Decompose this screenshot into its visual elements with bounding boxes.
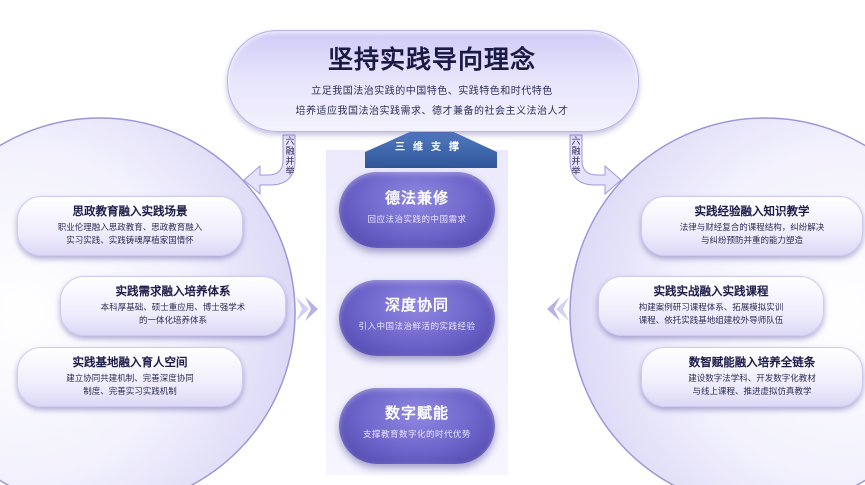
top-banner: [227, 30, 639, 132]
card-line: 法律与财经复合的课程结构，纠纷解决: [679, 223, 825, 233]
chevron-left-icon: [556, 297, 569, 321]
chevron-right-icon: [296, 297, 309, 321]
left-vertical-tag: 六 融 并 举: [283, 137, 297, 177]
left-card-2-body: 本科厚基础、硕士重应用、博士强学术 的一体化培养体系: [61, 302, 285, 328]
tag-char: 六: [285, 137, 295, 147]
right-card-1-body: 法律与财经复合的课程结构，纠纷解决 与纠纷预防并重的能力塑造: [642, 222, 862, 248]
left-arrow-icon: [243, 134, 296, 196]
top-subtitle-line1: 立足我国法治实践的中国特色、实践特色和时代特色: [311, 86, 553, 97]
right-card-1: 实践经验融入知识教学 法律与财经复合的课程结构，纠纷解决 与纠纷预防并重的能力塑…: [641, 196, 863, 256]
card-line: 的一体化培养体系: [138, 316, 207, 326]
pyramid-label: 三维支撑: [395, 142, 467, 153]
card-line: 本科厚基础、硕士重应用、博士强学术: [100, 303, 246, 313]
center-oval-3: [339, 388, 495, 464]
tag-char: 六: [571, 137, 581, 147]
left-card-2: 实践需求融入培养体系 本科厚基础、硕士重应用、博士强学术 的一体化培养体系: [60, 276, 286, 336]
left-card-1: 思政教育融入实践场景 职业伦理融入思政教育、思政教育融入 实习实践、实践铸魂厚植…: [17, 196, 243, 256]
right-card-2: 实践实战融入实践课程 构建案例研习课程体系、拓展模拟实训 课程、依托实践基地组建…: [598, 276, 824, 336]
top-subtitle-line2: 培养适应我国法治实践需求、德才兼备的社会主义法治人才: [295, 106, 569, 117]
chevron-left-icon: [547, 297, 560, 321]
center-oval-2-title: 深度协同: [384, 296, 449, 314]
card-line: 制度、完善实习实践机制: [83, 387, 177, 397]
tag-char: 并: [571, 157, 581, 167]
right-card-1-title: 实践经验融入知识教学: [694, 204, 810, 218]
card-line: 建立协同共建机制、完善深度协同: [66, 374, 194, 384]
left-card-2-title: 实践需求融入培养体系: [115, 284, 231, 298]
left-card-3: 实践基地融入育人空间 建立协同共建机制、完善深度协同 制度、完善实习实践机制: [17, 347, 243, 407]
center-oval-3-sub: 支撑教育数字化的时代优势: [362, 430, 471, 440]
pyramid-shape: [365, 122, 497, 168]
card-line: 实习实践、实践铸魂厚植家国情怀: [66, 236, 194, 246]
center-oval-2: [339, 280, 495, 356]
left-card-1-body: 职业伦理融入思政教育、思政教育融入 实习实践、实践铸魂厚植家国情怀: [18, 222, 242, 248]
tag-char: 并: [285, 157, 295, 167]
card-line: 与线上课程、推进虚拟仿真教学: [692, 387, 812, 397]
left-card-3-body: 建立协同共建机制、完善深度协同 制度、完善实习实践机制: [18, 373, 242, 399]
right-card-3: 数智赋能融入培养全链条 建设数字法学科、开发数字化教材 与线上课程、推进虚拟仿真…: [641, 347, 863, 407]
tag-char: 融: [285, 147, 295, 157]
card-line: 构建案例研习课程体系、拓展模拟实训: [638, 303, 784, 313]
right-card-2-title: 实践实战融入实践课程: [653, 284, 769, 298]
chevron-right-icon: [305, 297, 318, 321]
right-vertical-tag: 六 融 并 举: [569, 137, 583, 177]
left-card-1-title: 思政教育融入实践场景: [72, 204, 188, 218]
tag-char: 举: [571, 167, 581, 177]
card-line: 课程、依托实践基地组建校外导师队伍: [638, 316, 784, 326]
tag-char: 融: [571, 147, 581, 157]
right-card-2-body: 构建案例研习课程体系、拓展模拟实训 课程、依托实践基地组建校外导师队伍: [599, 302, 823, 328]
tag-char: 举: [285, 167, 295, 177]
center-oval-1: [339, 172, 495, 248]
card-line: 职业伦理融入思政教育、思政教育融入: [57, 223, 203, 233]
center-oval-1-title: 德法兼修: [384, 189, 449, 207]
page-title: 坚持实践导向理念: [327, 45, 536, 74]
left-card-3-title: 实践基地融入育人空间: [72, 355, 188, 369]
card-line: 与纠纷预防并重的能力塑造: [700, 236, 803, 246]
right-card-3-title: 数智赋能融入培养全链条: [688, 355, 816, 369]
center-oval-2-sub: 引入中国法治鲜活的实践经验: [358, 322, 476, 332]
center-oval-3-title: 数字赋能: [384, 404, 449, 422]
card-line: 建设数字法学科、开发数字化教材: [688, 374, 816, 384]
right-card-3-body: 建设数字法学科、开发数字化教材 与线上课程、推进虚拟仿真教学: [642, 373, 862, 399]
center-oval-1-sub: 回应法治实践的中国需求: [367, 215, 467, 225]
right-arrow-icon: [569, 134, 622, 196]
